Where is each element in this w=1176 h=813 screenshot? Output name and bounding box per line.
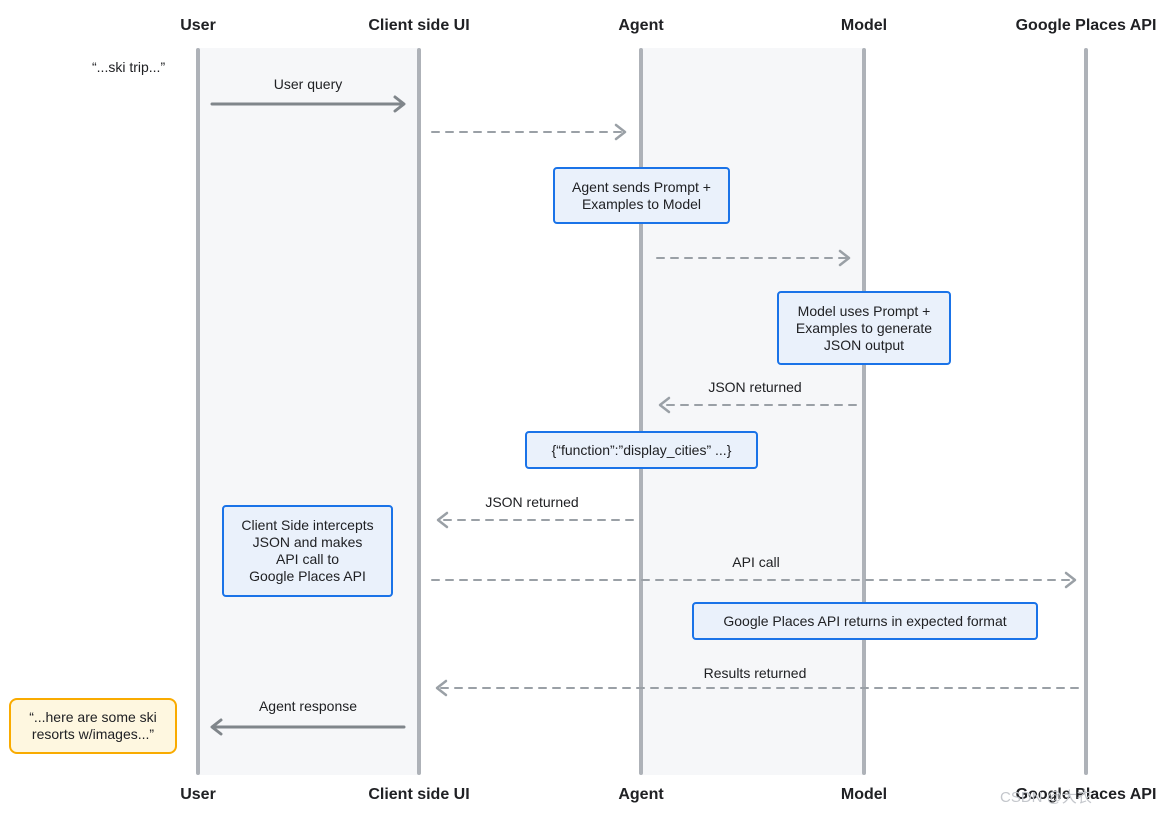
footer-agent: Agent xyxy=(618,786,664,803)
user-query-arrowhead xyxy=(393,95,406,113)
places-returns-box: Google Places API returns in expected fo… xyxy=(692,602,1038,640)
agent-lifeline xyxy=(639,48,643,775)
box-line: API call to xyxy=(275,551,340,567)
footer-model: Model xyxy=(840,786,888,803)
agent-response-note: “...here are some ski resorts w/images..… xyxy=(9,698,177,754)
header-client: Client side UI xyxy=(368,17,470,34)
footer-user: User xyxy=(180,786,216,803)
agent-sends-prompt-box: Agent sends Prompt + Examples to Model xyxy=(553,167,730,224)
box-line: Google Places API xyxy=(249,568,366,584)
results-returned-label: Results returned xyxy=(703,665,807,681)
box-line: Examples to generate xyxy=(795,319,933,336)
user-client-band xyxy=(198,48,420,775)
agent-to-model-arrowhead xyxy=(838,249,851,267)
header-model: Model xyxy=(840,17,888,34)
user-query-label: User query xyxy=(273,76,343,92)
user-quote: “...ski trip...” xyxy=(92,59,166,75)
header-places: Google Places API xyxy=(1015,17,1157,34)
places-lifeline xyxy=(1084,48,1088,775)
agent-to-client-arrowhead xyxy=(436,511,449,529)
box-line: Agent sends Prompt + xyxy=(572,178,711,195)
box-line: Client Side intercepts xyxy=(241,517,374,533)
model-generates-json-box: Model uses Prompt + Examples to generate… xyxy=(777,291,951,365)
json-returned-agent-label: JSON returned xyxy=(485,494,579,510)
header-user: User xyxy=(180,17,216,34)
model-to-agent-arrowhead xyxy=(658,396,671,414)
client-to-agent-arrowhead xyxy=(614,123,627,141)
box-line: Examples to Model xyxy=(581,195,702,212)
box-line: JSON and makes xyxy=(252,534,363,550)
model-lifeline xyxy=(862,48,866,775)
box-line: {“function”:”display_cities” ...} xyxy=(551,441,732,458)
note-line: resorts w/images...” xyxy=(31,726,155,742)
box-line: Model uses Prompt + xyxy=(797,302,931,319)
note-line: “...here are some ski xyxy=(29,709,157,725)
function-json-box: {“function”:”display_cities” ...} xyxy=(525,431,758,469)
agent-response-arrowhead xyxy=(210,718,223,736)
footer-places: Google Places API xyxy=(1015,786,1157,803)
results-returned-arrowhead xyxy=(435,679,448,697)
watermark: CSDN @大衣 xyxy=(1000,789,1092,806)
api-call-label: API call xyxy=(732,554,780,570)
box-line: Google Places API returns in expected fo… xyxy=(723,612,1007,629)
client-intercepts-box: Client Side intercepts JSON and makes AP… xyxy=(222,505,393,597)
json-returned-model-label: JSON returned xyxy=(708,379,802,395)
header-agent: Agent xyxy=(618,17,664,34)
box-line: JSON output xyxy=(823,336,905,353)
footer-client: Client side UI xyxy=(368,786,470,803)
agent-response-label: Agent response xyxy=(258,698,358,714)
user-lifeline xyxy=(196,48,200,775)
client-lifeline xyxy=(417,48,421,775)
api-call-arrowhead xyxy=(1064,571,1077,589)
